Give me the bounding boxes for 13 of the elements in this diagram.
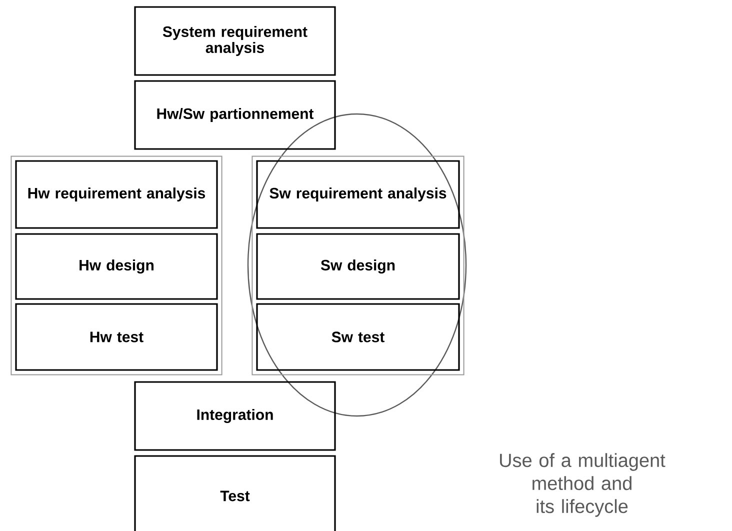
process-box: Hw/Sw partionnement	[134, 80, 336, 150]
group-frame	[252, 156, 464, 376]
process-box: Sw design	[256, 233, 460, 300]
process-box: System requirement analysis	[134, 6, 336, 76]
caption: Use of a multiagent method and its lifecycle	[500, 453, 666, 517]
process-box: Test	[134, 455, 336, 531]
process-box: Sw requirement analysis	[256, 160, 460, 229]
process-box: Hw test	[15, 303, 218, 371]
process-box: Integration	[134, 381, 336, 451]
process-box: Hw design	[15, 233, 218, 300]
process-box: Hw requirement analysis	[15, 160, 218, 229]
process-box: Sw test	[256, 303, 460, 371]
group-frame	[10, 156, 222, 376]
